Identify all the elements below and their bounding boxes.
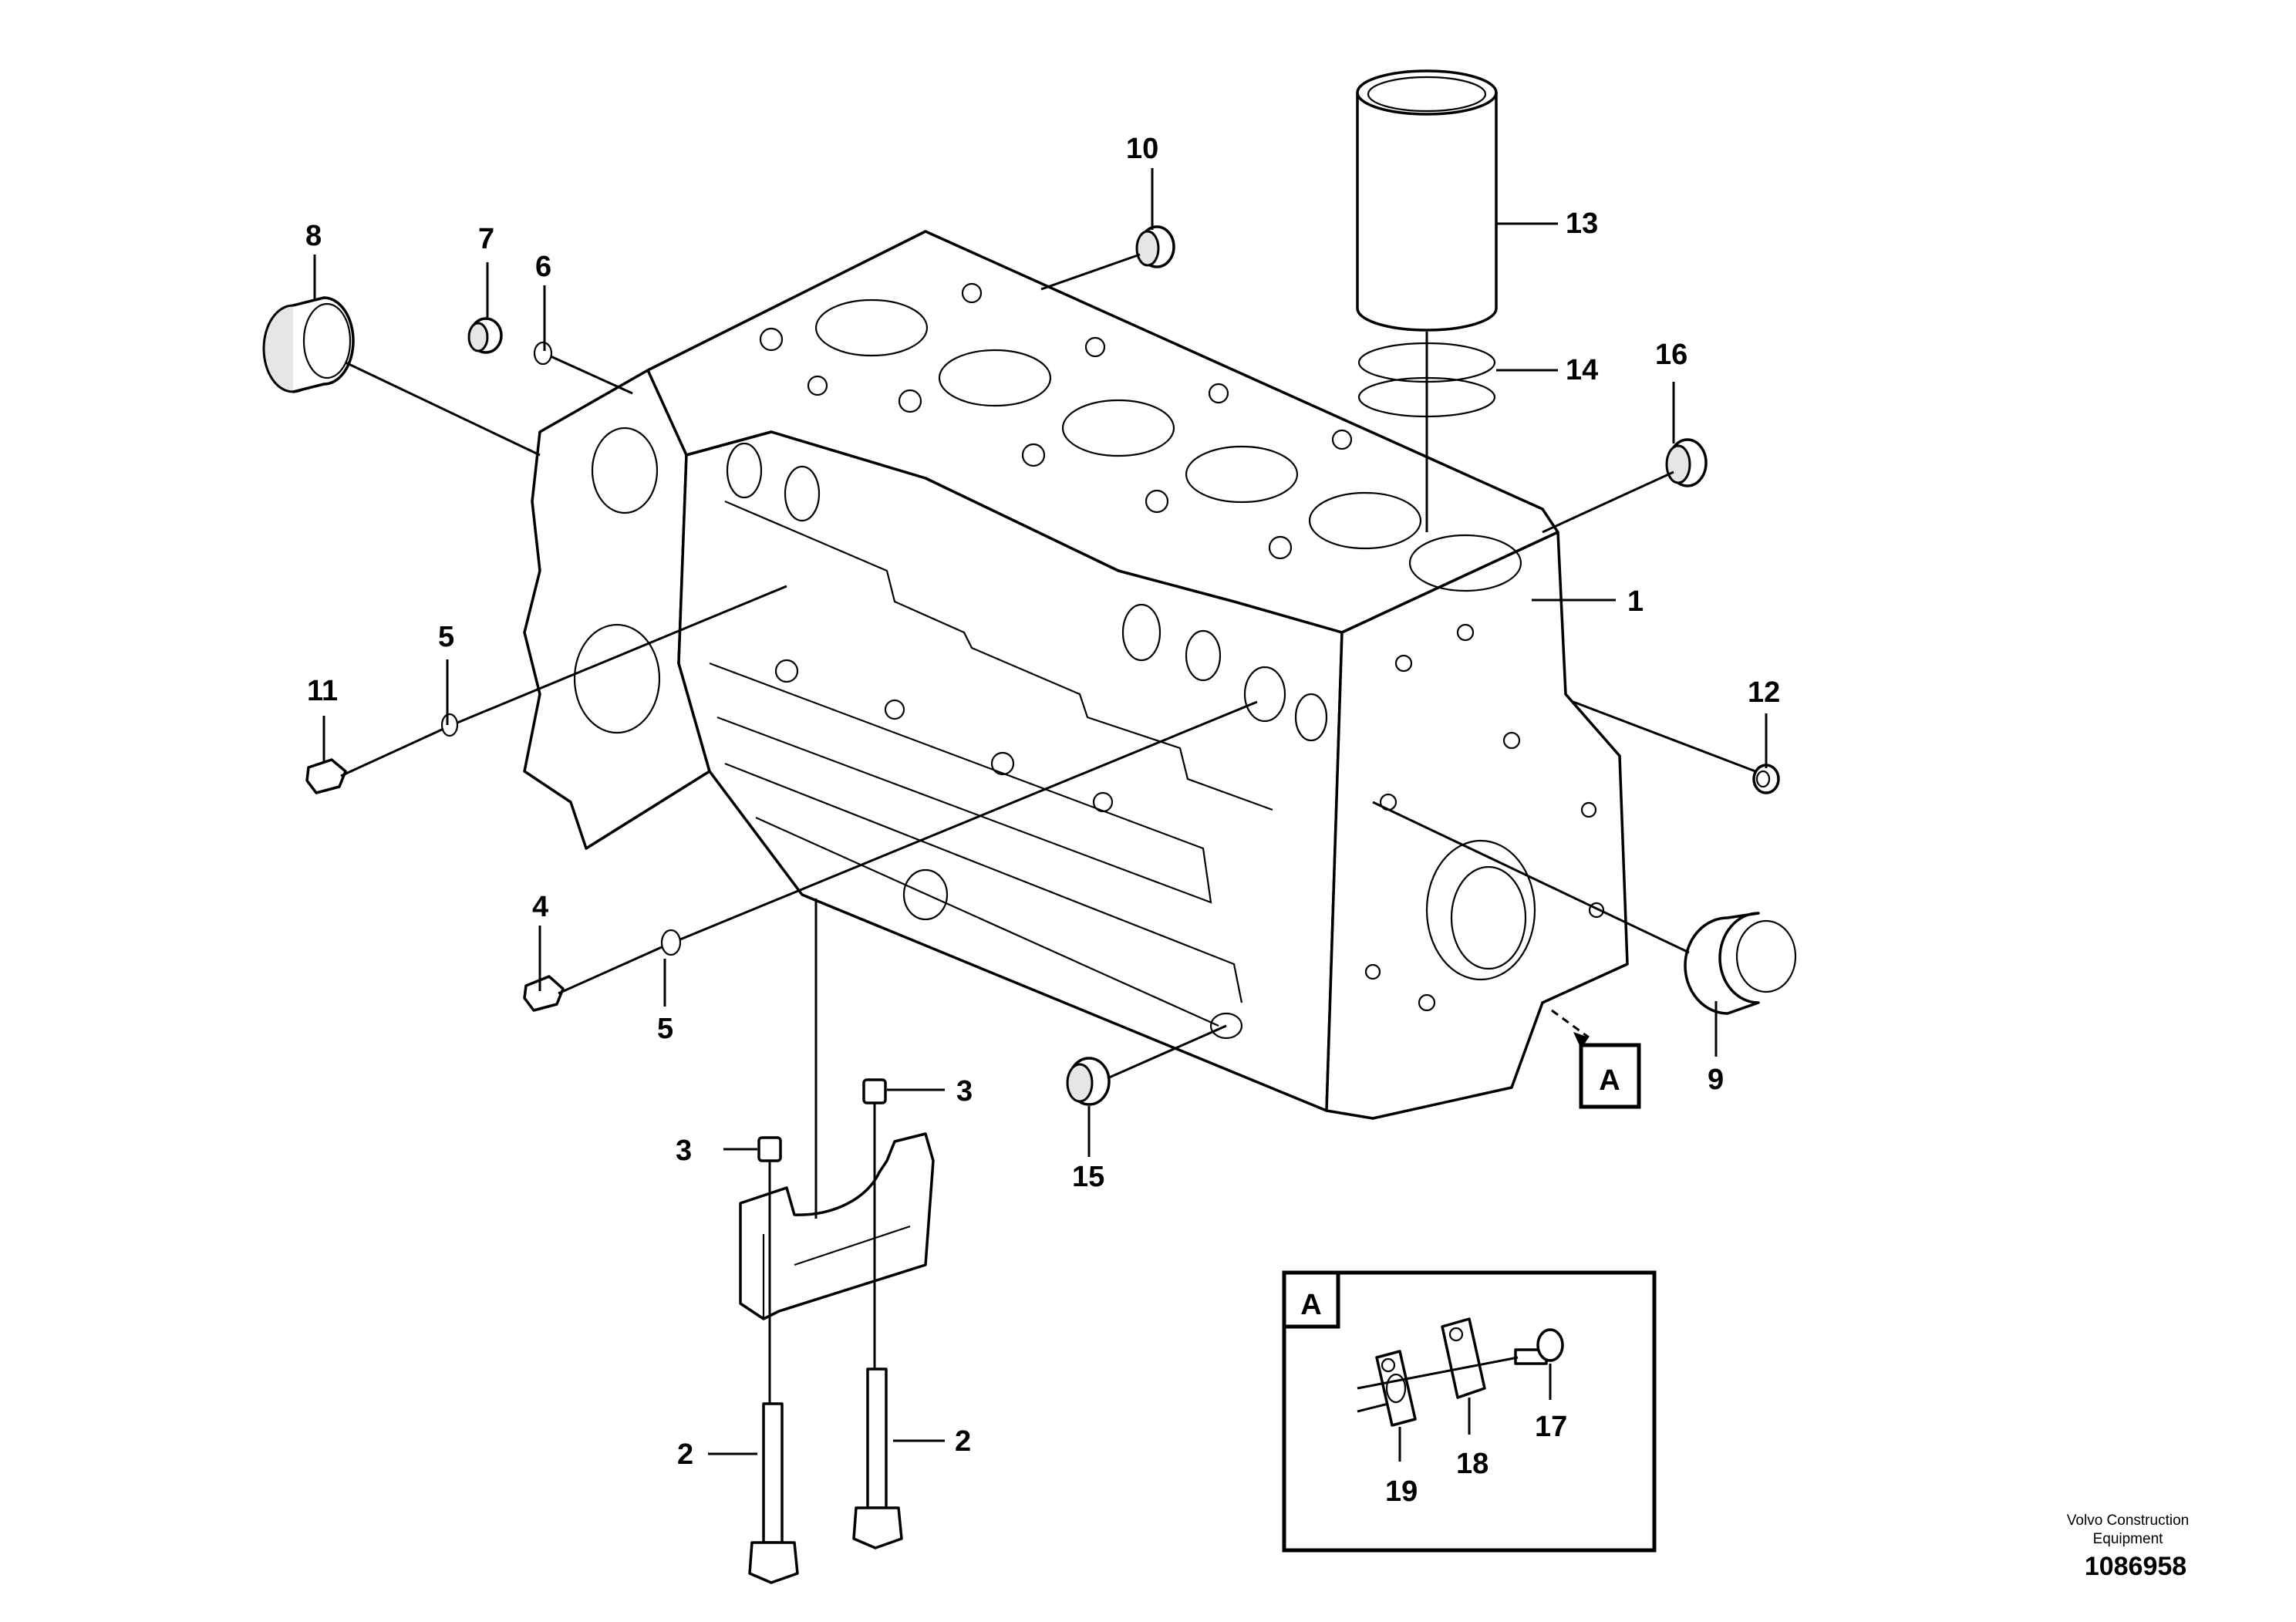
plug-7 (467, 317, 503, 354)
callout-3-left: 3 (676, 1135, 692, 1167)
detail-label: A (1300, 1289, 1321, 1321)
callout-19: 19 (1385, 1475, 1418, 1508)
callout-17: 17 (1535, 1411, 1567, 1443)
plug-screw-4 (523, 975, 565, 1012)
callout-8: 8 (305, 220, 322, 252)
seal-cover-large-rear (262, 296, 355, 393)
washer-6 (533, 341, 553, 366)
plug-screw-11 (305, 758, 347, 794)
plug-10 (1135, 225, 1175, 268)
callout-9: 9 (1708, 1064, 1724, 1096)
plug-16 (1665, 438, 1708, 487)
callout-5-lower: 5 (657, 1013, 673, 1045)
dowel-3-right (862, 1078, 887, 1104)
callout-7: 7 (478, 223, 494, 255)
cylinder-liner (1356, 69, 1498, 332)
dowel-3-left (757, 1136, 782, 1162)
plug-12 (1752, 764, 1780, 794)
callout-16: 16 (1655, 339, 1687, 371)
leader-lines (313, 168, 1768, 1455)
callout-4: 4 (532, 891, 548, 923)
callout-14: 14 (1566, 354, 1598, 386)
callout-13: 13 (1566, 207, 1598, 240)
washer-5-upper (440, 713, 459, 737)
callout-18: 18 (1456, 1448, 1489, 1480)
washer-5-lower (660, 929, 682, 956)
engine-block (523, 230, 1629, 1120)
callout-5-upper: 5 (438, 621, 454, 653)
callout-12: 12 (1748, 676, 1780, 709)
seal-cover-large-front (1684, 912, 1797, 1015)
brand-line-1: Volvo Construction (2066, 1512, 2190, 1529)
bolt-2-right (852, 1367, 903, 1549)
callout-6: 6 (535, 251, 551, 283)
callout-labels: 1 2 2 3 3 4 5 5 6 7 8 9 10 11 12 13 14 1… (305, 133, 1780, 1508)
brand-line-2: Equipment (2092, 1531, 2163, 1547)
plug-15 (1066, 1057, 1111, 1106)
view-marker-a: A (1573, 1032, 1641, 1109)
callout-10: 10 (1126, 133, 1158, 165)
callout-2-left: 2 (677, 1438, 693, 1471)
detail-a-inset: A (1282, 1270, 1657, 1553)
callout-1: 1 (1627, 585, 1644, 618)
brand-caption: Volvo Construction Equipment (2004, 1512, 2251, 1549)
callout-3-right: 3 (956, 1075, 973, 1108)
callout-2-right: 2 (955, 1425, 971, 1458)
callout-11: 11 (307, 675, 338, 707)
main-bearing-cap (739, 1132, 935, 1320)
view-marker-label: A (1599, 1064, 1620, 1097)
callout-15: 15 (1072, 1161, 1104, 1193)
document-number: 1086958 (2084, 1552, 2187, 1581)
bolt-2-left (748, 1402, 799, 1584)
